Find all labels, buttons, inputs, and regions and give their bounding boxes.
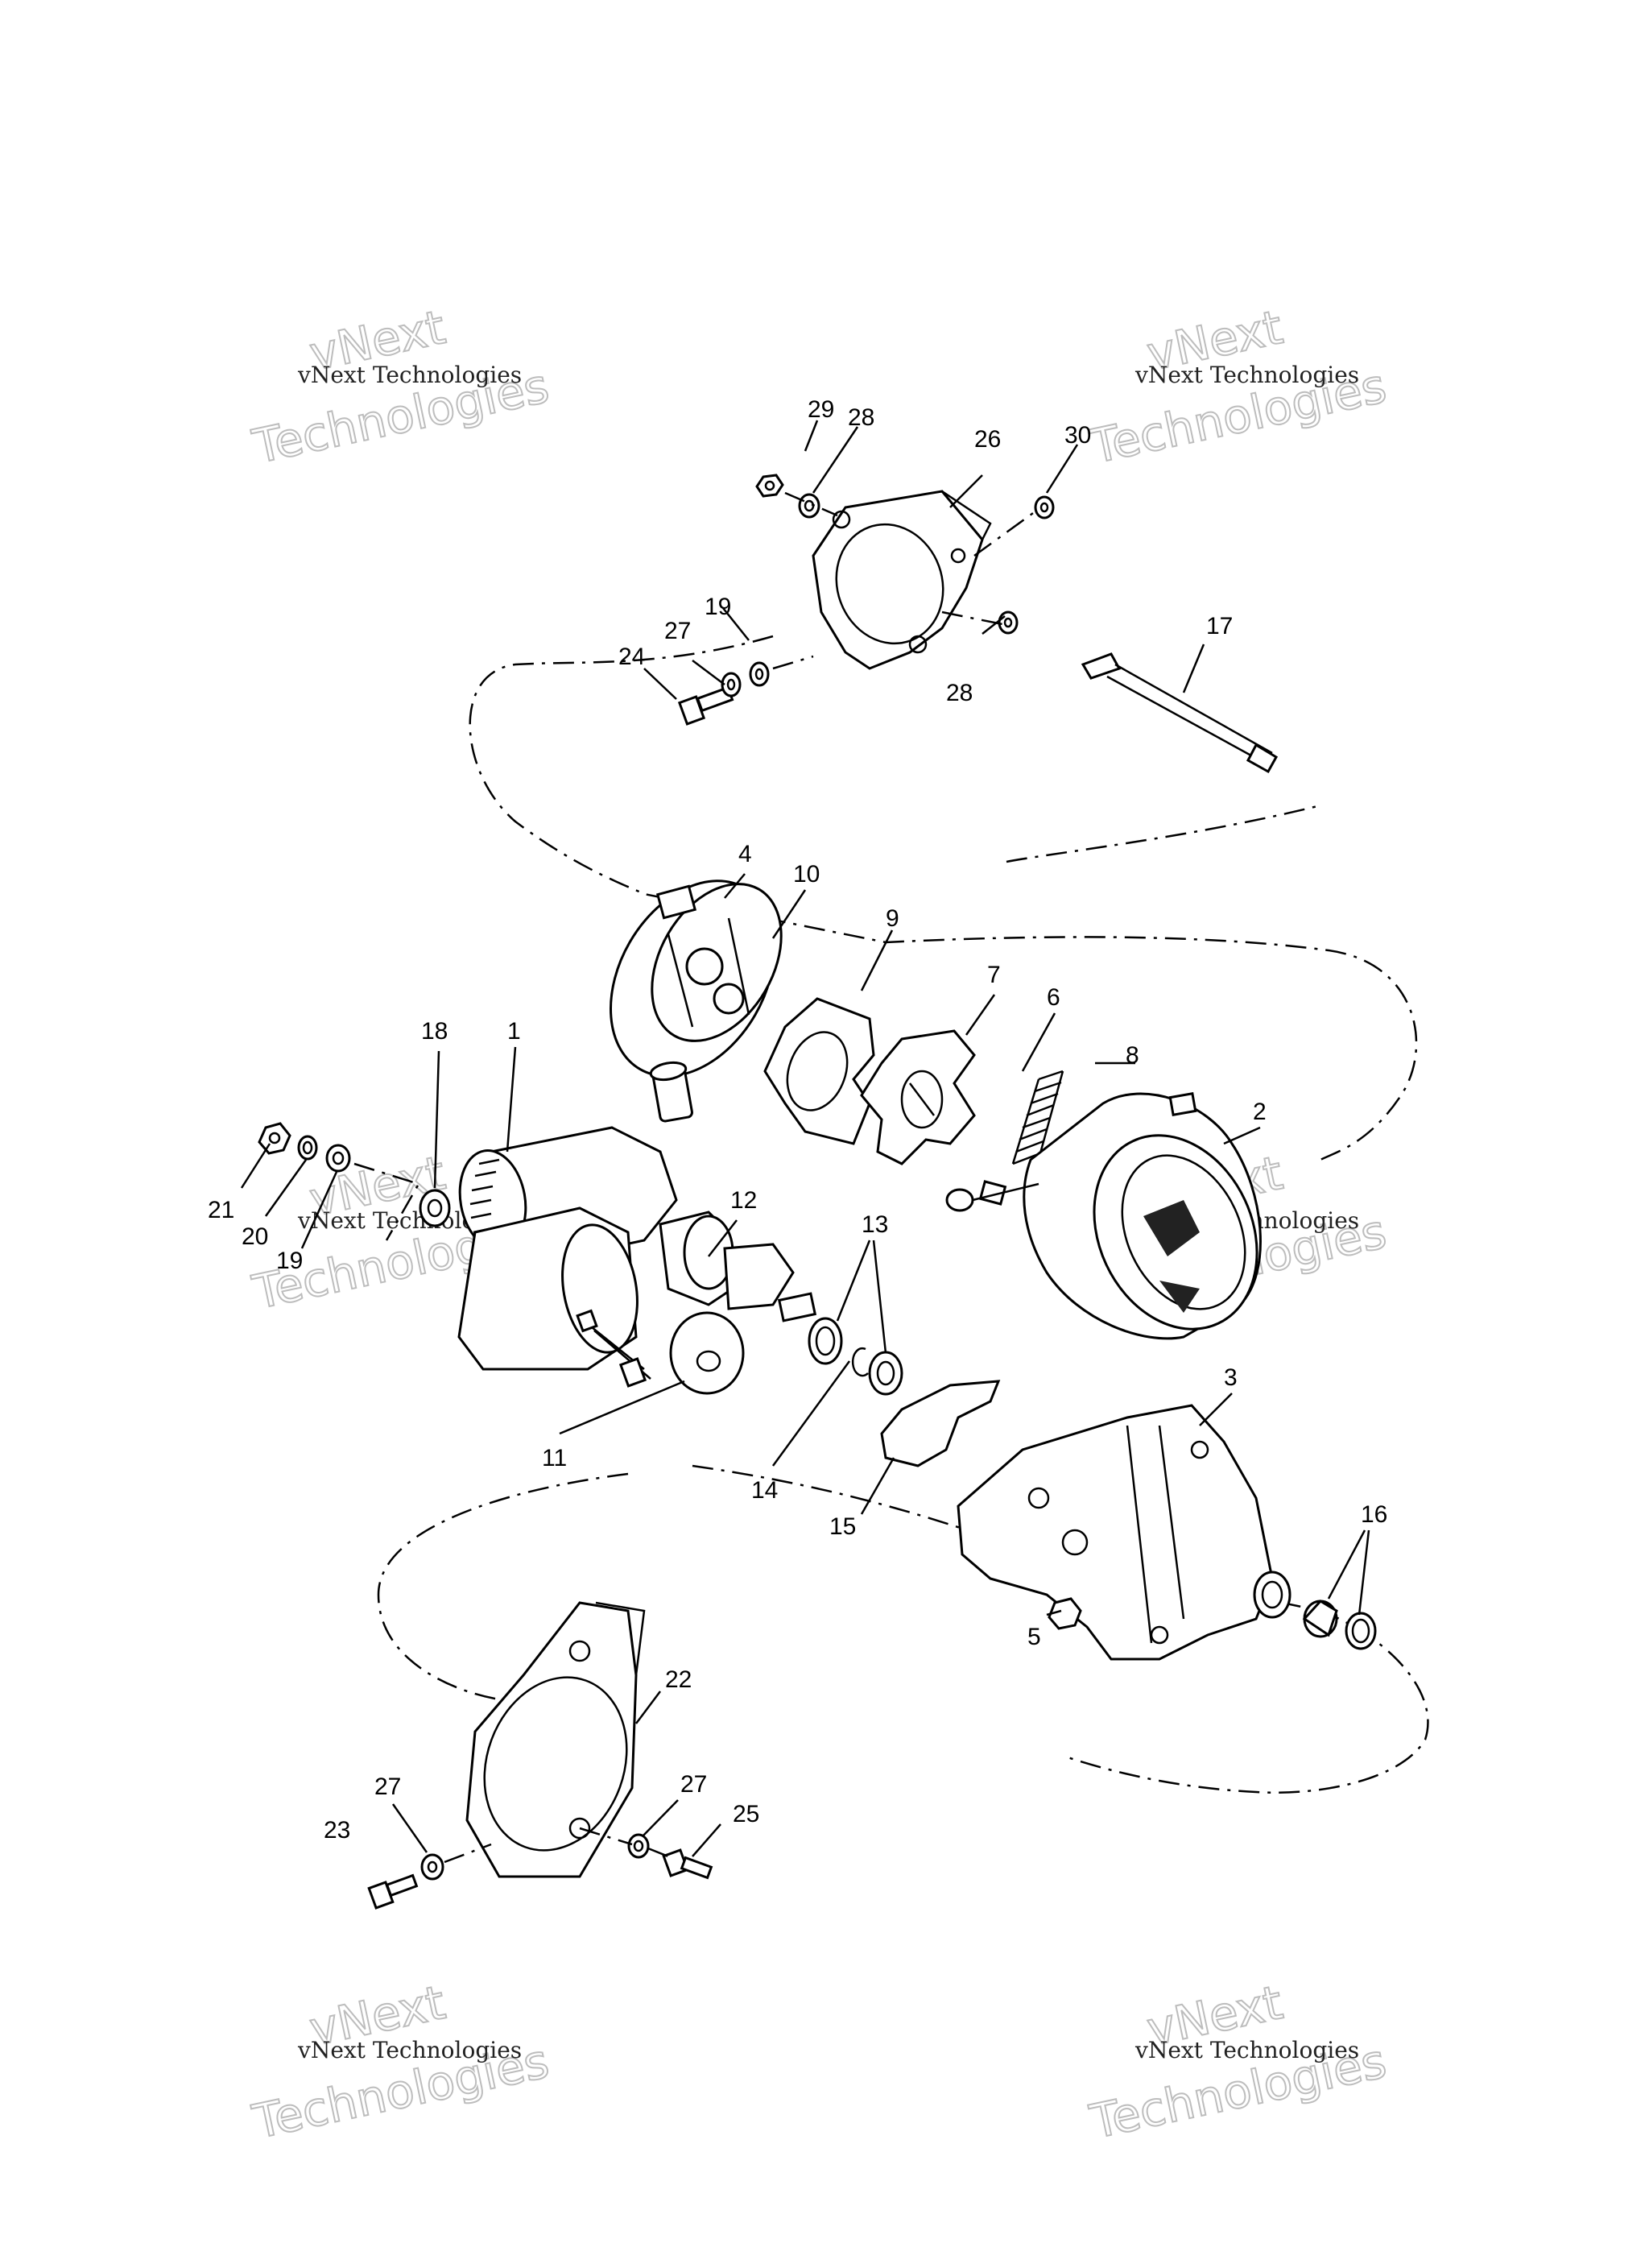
part-19-washer-upper	[749, 661, 770, 687]
label-28-bottom: 28	[946, 680, 973, 706]
part-29-nut	[755, 474, 784, 498]
part-12-drive-end	[659, 1211, 817, 1322]
watermark-top-right: vNext Technologies vNext Technologies	[1085, 299, 1392, 475]
axis-line-lower-bolts	[444, 1827, 669, 1864]
part-14-circlip	[851, 1347, 869, 1377]
axis-line-left-nuts	[353, 1162, 420, 1241]
part-6-brush-pin	[978, 1180, 1007, 1206]
assembly-outline-lower	[377, 1464, 1429, 1794]
label-29: 29	[808, 396, 834, 423]
label-25: 25	[733, 1801, 759, 1827]
part-15-shift-lever	[880, 1380, 1001, 1467]
label-5: 5	[1027, 1624, 1041, 1650]
label-23: 23	[324, 1817, 350, 1844]
label-14: 14	[751, 1477, 778, 1504]
part-27-washer-upper	[721, 672, 742, 697]
part-19-washer-lower	[325, 1144, 351, 1173]
part-26-mounting-plate	[812, 490, 992, 670]
part-17-through-bolt	[1081, 652, 1279, 774]
part-5-nut	[1048, 1597, 1082, 1630]
label-13: 13	[862, 1211, 888, 1238]
solenoid-body	[457, 1206, 651, 1388]
label-19-top: 19	[705, 594, 731, 620]
part-27-washer-lower-left	[420, 1853, 444, 1881]
part-30-washer	[1034, 495, 1055, 519]
part-2-yoke-housing	[945, 1091, 1262, 1340]
label-26: 26	[974, 426, 1001, 453]
label-18: 18	[421, 1018, 448, 1045]
label-8: 8	[1126, 1042, 1139, 1069]
label-7: 7	[987, 962, 1001, 988]
label-24: 24	[618, 644, 645, 670]
part-13-ring-washer	[808, 1317, 843, 1365]
watermark-bottom-right: vNext Technologies vNext Technologies	[1085, 1974, 1392, 2150]
part-18-grommet	[419, 1189, 451, 1227]
part-20-lockwasher	[297, 1135, 318, 1161]
label-10: 10	[793, 861, 820, 888]
label-27-lower-right: 27	[680, 1771, 707, 1798]
label-19-left: 19	[276, 1248, 303, 1274]
callout-labels: 29 28 26 30 17 28 19 27 24 4 10 9 7 6 8 …	[208, 396, 1387, 1844]
label-28-top: 28	[848, 404, 874, 431]
label-30: 30	[1064, 422, 1091, 449]
part-brush-holder-plug	[649, 1061, 693, 1123]
part-28-washer-lower	[998, 610, 1019, 635]
label-27-lower-left: 27	[374, 1773, 401, 1800]
label-27-top: 27	[664, 618, 691, 644]
part-21-nut	[258, 1122, 291, 1155]
leader-lines	[240, 420, 1370, 1857]
part-25-bolt	[662, 1848, 713, 1880]
part-22-mounting-plate	[465, 1601, 646, 1878]
watermark-small-line1: vNext Technologies	[297, 362, 522, 388]
part-16-ring	[1345, 1612, 1377, 1650]
part-3-drive-housing	[957, 1404, 1292, 1661]
watermark-bottom-left: vNext Technologies vNext Technologies	[247, 1974, 555, 2150]
watermark-small-line1: vNext Technologies	[297, 2037, 522, 2063]
label-2: 2	[1253, 1099, 1267, 1125]
label-12: 12	[730, 1187, 757, 1214]
label-21: 21	[208, 1197, 234, 1223]
assembly-outline-top-right	[1006, 804, 1321, 863]
label-17: 17	[1206, 613, 1233, 639]
label-20: 20	[242, 1223, 268, 1250]
watermark-top-left: vNext Technologies vNext Technologies	[247, 299, 555, 475]
label-4: 4	[738, 841, 752, 867]
label-22: 22	[665, 1666, 692, 1693]
label-11: 11	[542, 1445, 567, 1471]
part-9-brush-plate	[763, 997, 875, 1145]
label-9: 9	[886, 905, 899, 932]
part-27-washer-lower-right	[627, 1833, 650, 1859]
part-7-brush-holder	[860, 1029, 976, 1165]
part-23-bolt	[367, 1873, 419, 1910]
part-16-bush	[1302, 1600, 1338, 1638]
watermark-small-line1: vNext Technologies	[1134, 2037, 1359, 2063]
watermark-small-line1: vNext Technologies	[1134, 362, 1359, 388]
label-15: 15	[829, 1513, 856, 1540]
part-4-end-cover	[610, 879, 783, 1078]
label-6: 6	[1047, 984, 1060, 1011]
label-1: 1	[507, 1018, 521, 1045]
part-11-plunger-cap	[669, 1311, 745, 1395]
part-13-collar	[868, 1351, 903, 1396]
label-3: 3	[1224, 1364, 1238, 1391]
label-16: 16	[1361, 1501, 1387, 1528]
part-28-washer-upper	[798, 493, 820, 519]
part-8-spring	[1011, 1070, 1064, 1165]
